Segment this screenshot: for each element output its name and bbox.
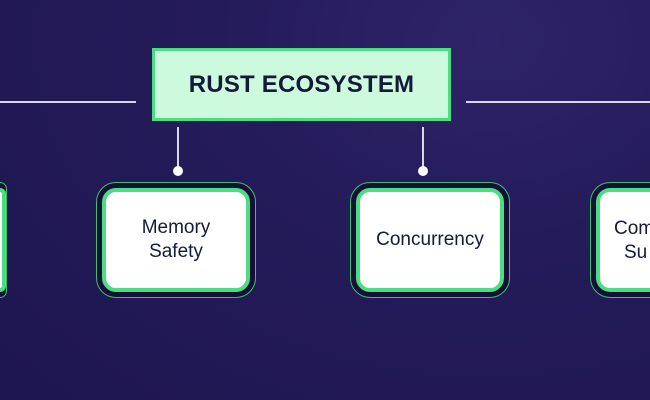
node-right-partial xyxy=(590,182,650,298)
connector-memory xyxy=(177,127,179,169)
node-label: Com xyxy=(614,218,650,239)
node-label: Memory xyxy=(141,217,211,238)
connector-right xyxy=(466,101,650,103)
node-label: Safety xyxy=(149,241,203,262)
connector-dot xyxy=(418,166,428,176)
connector-left xyxy=(0,101,136,103)
node-concurrency: Concurrency xyxy=(350,182,510,298)
node-label: Su xyxy=(624,242,648,263)
root-label: RUST ECOSYSTEM xyxy=(188,70,415,98)
node-label-partial: Com Su xyxy=(614,217,650,265)
node-left-partial xyxy=(0,182,7,298)
connector-dot xyxy=(173,166,183,176)
node-label: Concurrency xyxy=(376,229,484,250)
connector-concurrency xyxy=(422,127,424,169)
root-node: RUST ECOSYSTEM xyxy=(152,48,451,121)
